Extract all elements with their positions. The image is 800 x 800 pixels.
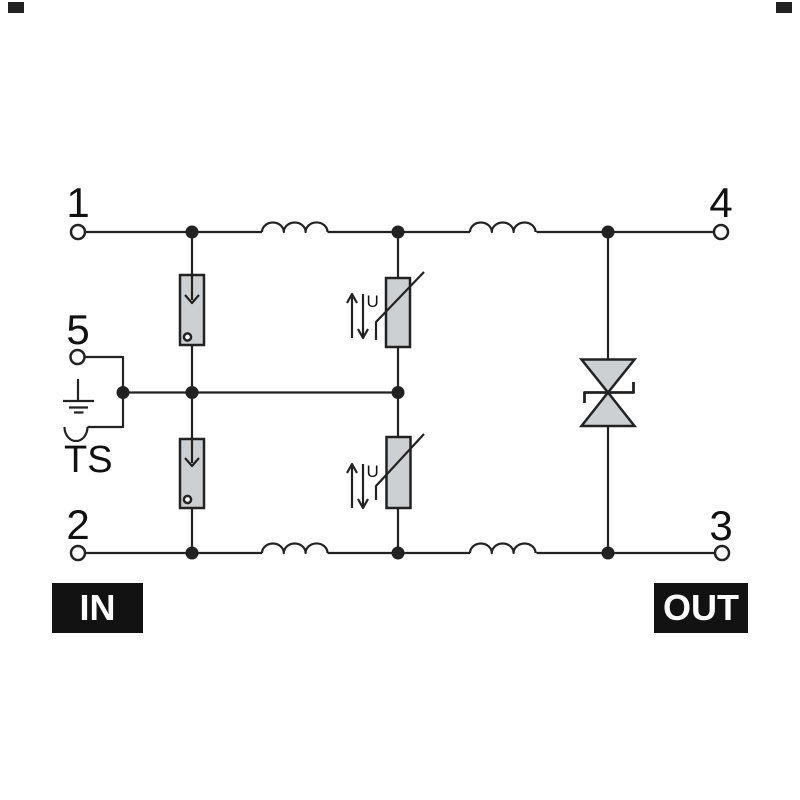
varistor-icon: U [346,271,425,349]
junction-dot [601,546,615,560]
varistor-diagonal [374,433,425,500]
terminal-5-node [69,348,86,366]
down-arrow-icon [357,294,369,340]
junction-dot [185,386,199,399]
inductor-icon [260,221,329,234]
surge-arrester-icon [178,437,206,510]
terminal-4-node [712,223,730,241]
terminal-5-label: 5 [66,306,89,353]
suppressor-diode-icon [578,358,638,428]
junction-dot [185,225,199,239]
junction-dot [391,546,405,560]
arrester-electrode-dot [182,332,193,342]
arrester-arrow-icon [184,440,200,468]
surge-arrester-icon [178,273,206,347]
arrester-arrow-icon [184,276,200,305]
terminal-2-label: 2 [66,501,89,548]
terminal-4-label: 4 [709,179,732,226]
inductor-icon [468,221,537,234]
voltage-label: U [367,292,379,311]
terminal-3-node [713,544,731,562]
varistor-icon: U [346,433,425,510]
junction-dot [601,225,615,239]
up-arrow-icon [346,292,358,338]
junction-dot [391,225,405,239]
wires [63,221,715,555]
in-badge-box [52,583,143,633]
out-badge-box [654,583,748,633]
terminal-3-label: 3 [709,502,732,549]
varistor-body [385,435,412,510]
terminal-2-node [69,544,87,562]
inductor-icon [468,542,537,555]
junction-dots [116,225,615,560]
terminal-1-node [69,223,87,241]
thermal-disconnect-label: TS [64,439,113,481]
out-badge: OUT [654,583,748,633]
diode-cathode-bar [583,382,635,403]
terminal-nodes [69,223,731,562]
junction-dot [116,386,130,399]
disconnect-arc-icon [63,426,89,443]
down-arrow-icon [357,464,369,510]
voltage-label: U [367,462,379,481]
earth-ground-icon [63,379,94,414]
diode-triangle-bottom [578,390,638,428]
varistor-diagonal [374,271,425,340]
diode-triangle-top [578,358,638,395]
crop-mark [8,2,24,13]
inductor-icon [260,542,329,555]
junction-dot [391,386,405,399]
arrester-electrode-dot [182,494,193,505]
out-badge-label: OUT [663,587,739,628]
varistor-body [384,276,412,349]
in-badge: IN [52,583,143,633]
up-arrow-icon [346,462,358,508]
terminal-1-label: 1 [66,179,89,226]
crop-mark [776,2,792,13]
junction-dot [185,546,199,560]
in-badge-label: IN [80,587,116,628]
